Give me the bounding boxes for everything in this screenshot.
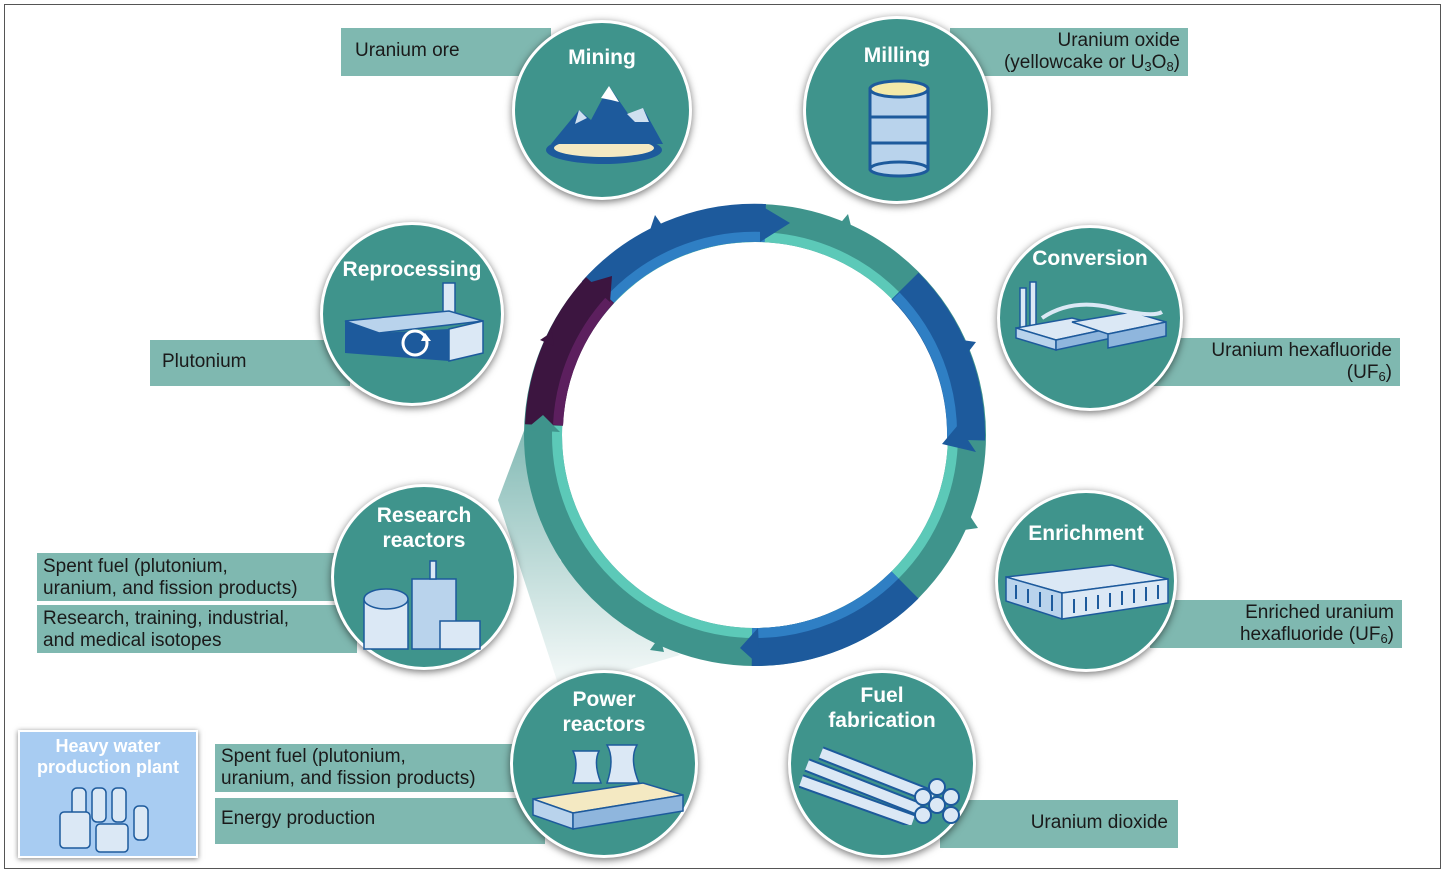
heavy-water-title-line1: Heavy water [55,736,161,756]
power-spent-fuel-line1: Spent fuel (plutonium, [221,746,406,767]
ring-arrow [760,205,790,242]
ring-tick [540,512,552,526]
research-reactors-spent-fuel-label: Spent fuel (plutonium, uranium, and fiss… [37,553,357,601]
fuel-fabrication-output-text: Uranium dioxide [1030,812,1168,833]
power-reactors-energy-label: Energy production [215,798,545,844]
research-spent-fuel-line1: Spent fuel (plutonium, [43,556,228,577]
title-line1: Research [376,504,472,527]
stage-title: Enrichment [1028,522,1144,545]
warehouse-icon [1005,564,1169,621]
ring-segment-enrichment-inner [751,571,899,639]
mining-output-text: Uranium ore [355,40,460,61]
isotopes-line1: Research, training, industrial, [43,608,290,629]
research-reactors-isotopes-label: Research, training, industrial, and medi… [37,605,357,653]
heavy-water-plant-box: Heavy water production plant [18,730,198,858]
research-spent-fuel-line2: uranium, and fission products) [43,578,298,599]
title-line1: Fuel [860,684,904,707]
stage-research-reactors: Research reactors [331,484,517,670]
stage-title: Mining [568,46,636,69]
milling-output-label: Uranium oxide (yellowcake or U3O8) [950,28,1188,76]
ring-tick [650,636,664,652]
title-line2: reactors [562,713,646,736]
title-line2: reactors [382,529,466,552]
milling-output-line2: (yellowcake or U3O8) [1003,52,1180,74]
ring-segment-enrichment [751,571,919,667]
enrichment-output-line1: Enriched uranium [1245,602,1394,623]
mining-output-label: Uranium ore [341,28,551,76]
ring-segment-reprocessing-inner [553,296,614,426]
stage-title: Milling [863,44,931,67]
stage-title: Fuel fabrication [791,683,973,733]
ring-tick [540,332,554,346]
stage-mining: Mining [512,20,692,200]
ring-segment-mining [581,203,766,307]
tanks-icon [59,787,149,853]
recycle-plant-icon [344,282,484,362]
ring-arrow [942,425,976,452]
ring-arrow [740,628,760,666]
energy-production-text: Energy production [221,808,376,829]
stage-milling: Milling [803,16,991,204]
barrel-icon [868,79,930,178]
title-line1: Power [572,688,636,711]
ring-segment-conversion-inner [892,292,958,441]
ring-tick [962,340,976,355]
stage-power-reactors: Power reactors [510,670,698,858]
power-reactors-spent-fuel-label: Spent fuel (plutonium, uranium, and fiss… [215,744,545,792]
stage-title: Conversion [1032,247,1148,270]
conversion-output-line1: Uranium hexafluoride [1211,340,1392,361]
enrichment-output-line2: hexafluoride (UF6) [1239,624,1394,646]
ring-segment-mining-inner [602,231,766,308]
diagram-frame [4,4,1441,869]
mountain-icon [546,86,663,164]
milling-output-line1: Uranium oxide [1057,30,1181,51]
stage-title: Research reactors [334,503,514,553]
conversion-output-line2: (UF6) [1346,362,1392,384]
reprocessing-output-label: Plutonium [150,340,350,386]
fuel-rods-icon [799,746,960,825]
heavy-water-title-line2: production plant [37,757,179,777]
heavy-water-title: Heavy water production plant [20,736,196,778]
ring-arrow [588,276,612,302]
fuel-fabrication-output-label: Uranium dioxide [940,800,1178,848]
stage-title: Power reactors [513,687,695,737]
cooling-tower-icon [532,744,684,831]
reactor-building-icon [363,560,481,650]
factory-icon [1015,281,1167,352]
stage-title: Reprocessing [342,258,482,281]
isotopes-line2: and medical isotopes [43,630,222,651]
ring-tick [964,516,978,530]
conversion-output-label: Uranium hexafluoride (UF6) [1150,338,1400,386]
reprocessing-output-text: Plutonium [162,351,247,372]
ring-tick [838,214,852,230]
ring-arrow [525,415,560,432]
title-line2: fabrication [828,709,936,732]
power-spent-fuel-line2: uranium, and fission products) [221,768,476,789]
stage-reprocessing: Reprocessing [320,222,504,406]
ring-tick [650,215,664,230]
stage-conversion: Conversion [997,225,1183,411]
ring-segment-reprocessing [525,277,615,427]
enrichment-output-label: Enriched uranium hexafluoride (UF6) [1150,600,1402,648]
ring-segment-conversion [891,272,986,441]
stage-fuel-fabrication: Fuel fabrication [788,670,976,858]
stage-enrichment: Enrichment [995,490,1177,672]
